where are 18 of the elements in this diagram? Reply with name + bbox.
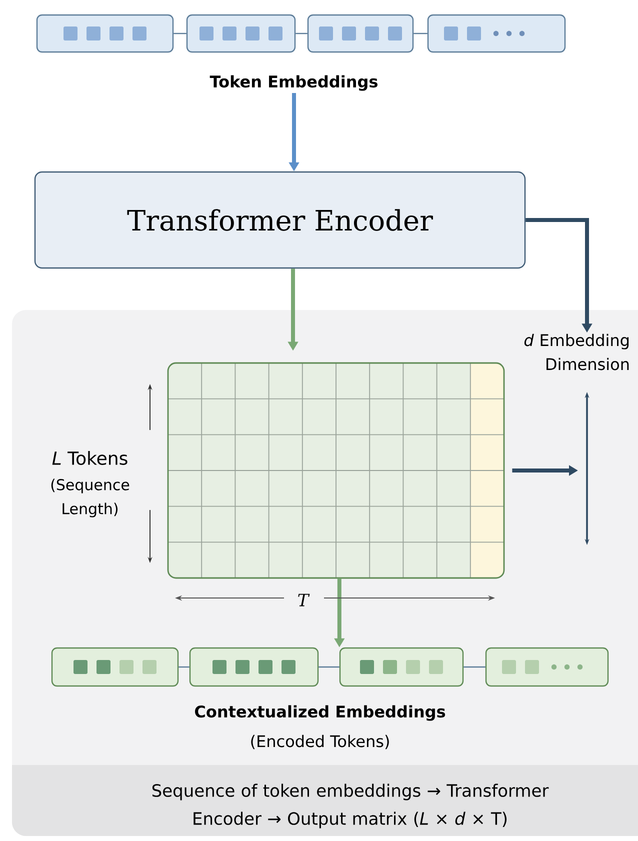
token-box bbox=[307, 14, 414, 53]
token-box bbox=[339, 647, 464, 687]
axis-label: d Embedding Dimension bbox=[524, 334, 629, 370]
token-box bbox=[186, 14, 296, 53]
axis-label: T bbox=[298, 594, 310, 606]
axis-label: L Tokens bbox=[52, 451, 128, 465]
token-box bbox=[36, 14, 174, 53]
subheading: (Encoded Tokens) bbox=[251, 734, 389, 750]
token-box bbox=[51, 647, 179, 687]
token-box bbox=[485, 647, 609, 687]
token-box bbox=[189, 647, 319, 687]
axis-label: (Sequence Length) bbox=[51, 478, 130, 518]
heading: Token Embeddings bbox=[210, 75, 378, 91]
matrix-grid bbox=[167, 362, 505, 579]
caption: Sequence of token embeddings → Transformer Encoder → Output matrix (L × d × T) bbox=[152, 784, 549, 828]
token-box bbox=[427, 14, 566, 53]
encoder-box: Transformer Encoder bbox=[34, 171, 526, 269]
heading: Contextualized Embeddings bbox=[195, 705, 446, 721]
